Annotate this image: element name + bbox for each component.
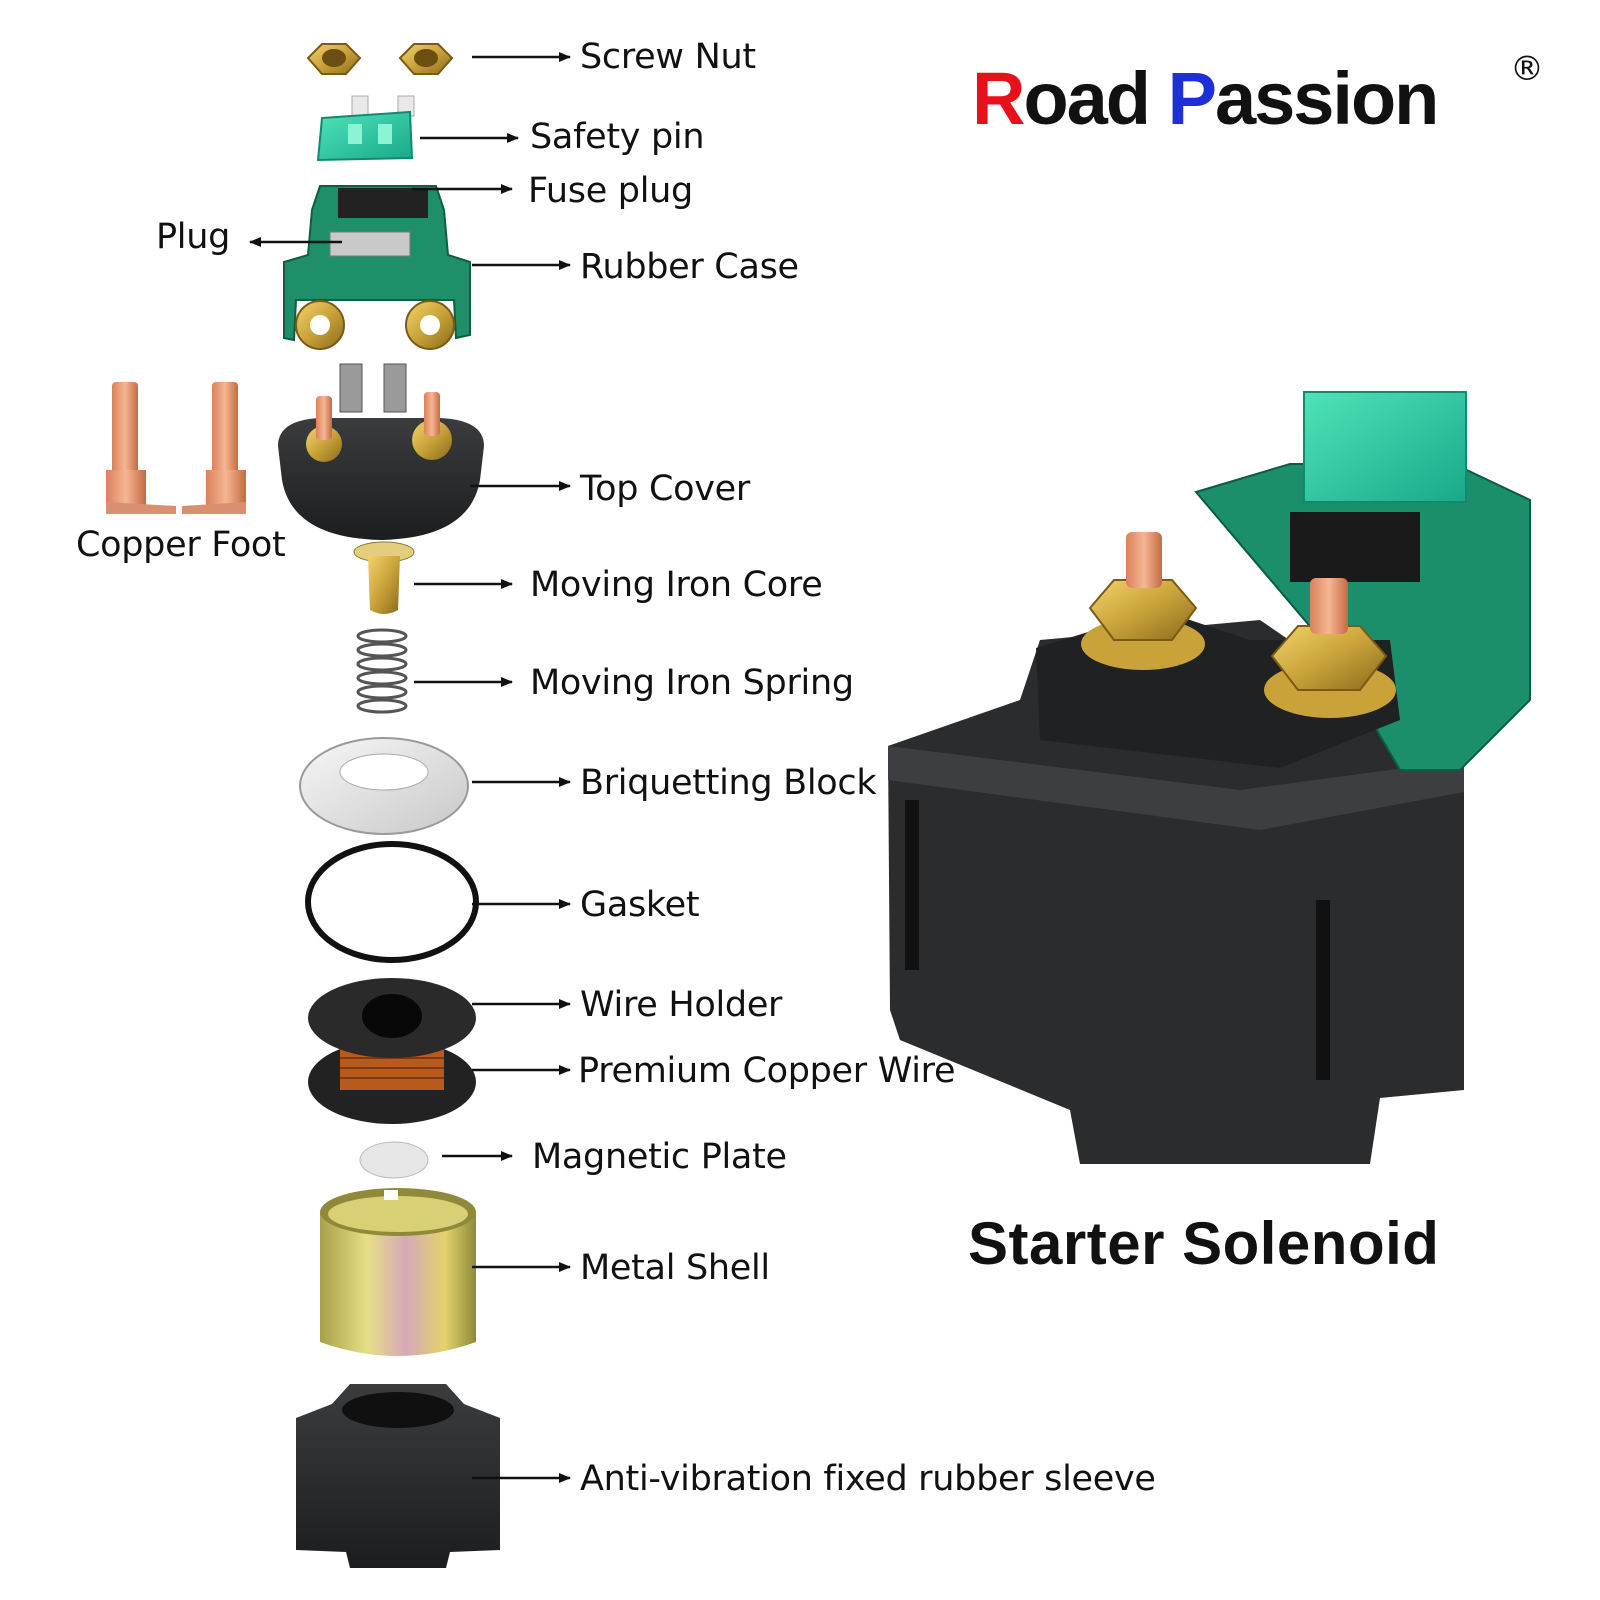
rubber-sleeve-icon [296,1384,500,1568]
label-fuse-plug: Fuse plug [528,171,693,211]
gasket-icon [305,841,479,963]
label-rubber-case: Rubber Case [580,247,799,287]
label-wire-holder: Wire Holder [580,985,783,1025]
label-moving-iron-core: Moving Iron Core [530,565,823,605]
blade-fuse-icon [316,95,415,162]
brand-word-1: oad [1023,57,1168,140]
label-moving-iron-spring: Moving Iron Spring [530,663,854,703]
rubber-case-icon [283,185,471,350]
top-cover-icon [278,363,484,540]
label-metal-shell: Metal Shell [580,1248,770,1288]
label-premium-copper-wire: Premium Copper Wire [578,1051,956,1091]
magnetic-plate-icon [359,1141,429,1179]
label-safety-pin: Safety pin [530,117,705,157]
registered-mark: ® [1510,49,1544,89]
briquetting-block-icon [299,737,469,835]
label-copper-foot: Copper Foot [76,525,286,565]
wire-holder-icon [308,978,476,1124]
moving-iron-core-icon [353,541,415,614]
label-screw-nut: Screw Nut [580,37,756,77]
brand-word-2: assion [1214,57,1439,140]
starter-solenoid-product-icon [888,391,1531,1164]
label-gasket: Gasket [580,885,700,925]
label-plug: Plug [156,217,231,257]
copper-foot-icon [106,382,246,514]
metal-shell-icon [320,1188,476,1356]
label-rubber-sleeve: Anti-vibration fixed rubber sleeve [580,1459,1156,1499]
screw-nut-icon [306,43,454,75]
moving-iron-spring-icon [356,628,408,714]
brand-initial-r: R [972,57,1025,140]
product-title: Starter Solenoid [968,1210,1440,1277]
label-magnetic-plate: Magnetic Plate [532,1137,787,1177]
label-arrows [249,52,571,1483]
brand-logo: Road Passion [972,62,1439,136]
label-briquetting-block: Briquetting Block [580,763,877,803]
label-top-cover: Top Cover [580,469,750,509]
brand-initial-p: P [1167,57,1217,140]
